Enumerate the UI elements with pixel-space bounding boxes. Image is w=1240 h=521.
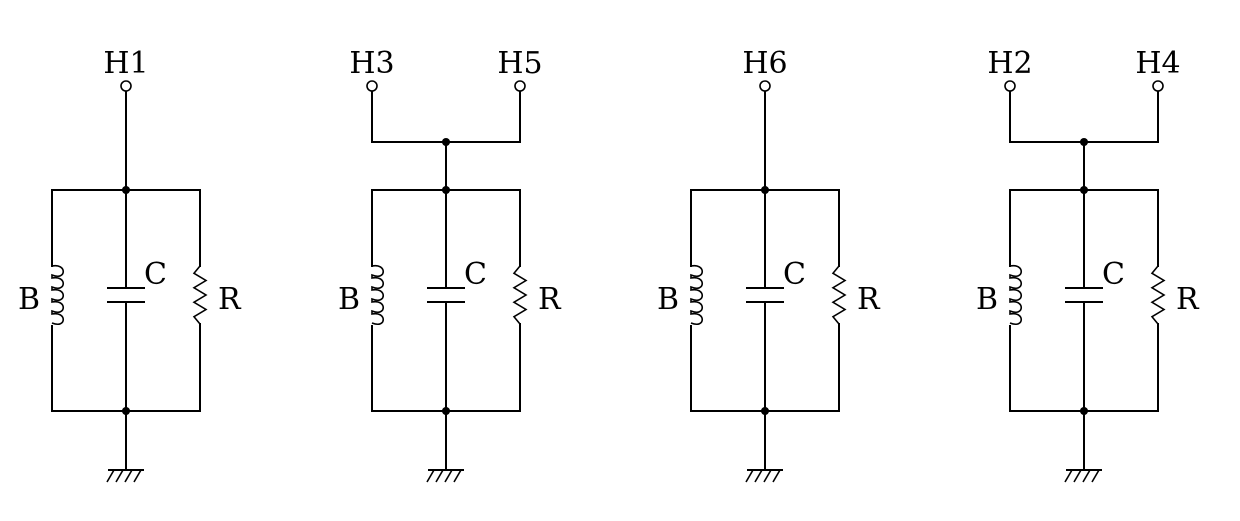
ground-hatch: [134, 470, 141, 482]
ground-icon: [1065, 470, 1101, 482]
terminal-h1: [121, 81, 131, 91]
junction-dot: [1080, 138, 1088, 146]
ground-hatch: [1074, 470, 1081, 482]
terminal-label: H3: [349, 46, 394, 81]
ground-hatch: [1092, 470, 1099, 482]
terminal-h2: [1005, 81, 1015, 91]
resistor-zigzag: [514, 266, 526, 324]
ground-icon: [107, 470, 143, 482]
terminal-h6: [760, 81, 770, 91]
circuit-4: H2 H4B C R: [976, 46, 1200, 482]
terminal-label: H6: [742, 46, 787, 81]
ground-hatch: [427, 470, 434, 482]
ground-hatch: [755, 470, 762, 482]
ground-hatch: [746, 470, 753, 482]
inductor-label: B: [976, 282, 998, 317]
inductor-label: B: [338, 282, 360, 317]
inductor-coil: [691, 266, 702, 325]
capacitor-label: C: [783, 257, 806, 292]
circuit-3: H6B C R: [657, 46, 881, 482]
resistor-label: R: [218, 282, 242, 317]
terminal-label: H2: [987, 46, 1032, 81]
resistor-label: R: [857, 282, 881, 317]
capacitor-label: C: [144, 257, 167, 292]
ground-hatch: [454, 470, 461, 482]
resistor-zigzag: [194, 266, 206, 324]
terminal-label: H5: [497, 46, 542, 81]
resistor-zigzag: [833, 266, 845, 324]
ground-hatch: [764, 470, 771, 482]
ground-hatch: [1065, 470, 1072, 482]
resistor-label: R: [538, 282, 562, 317]
terminal-h3: [367, 81, 377, 91]
terminal-h4: [1153, 81, 1163, 91]
ground-hatch: [445, 470, 452, 482]
ground-hatch: [125, 470, 132, 482]
ground-icon: [746, 470, 782, 482]
circuit-1: H1B C R: [18, 46, 242, 482]
terminal-h5: [515, 81, 525, 91]
inductor-label: B: [657, 282, 679, 317]
ground-hatch: [436, 470, 443, 482]
resistor-zigzag: [1152, 266, 1164, 324]
inductor-coil: [372, 266, 383, 325]
capacitor-label: C: [1102, 257, 1125, 292]
inductor-label: B: [18, 282, 40, 317]
resistor-label: R: [1176, 282, 1200, 317]
ground-hatch: [1083, 470, 1090, 482]
capacitor-label: C: [464, 257, 487, 292]
terminal-label: H4: [1135, 46, 1180, 81]
ground-hatch: [116, 470, 123, 482]
ground-icon: [427, 470, 463, 482]
ground-hatch: [107, 470, 114, 482]
inductor-coil: [1010, 266, 1021, 325]
inductor-coil: [52, 266, 63, 325]
terminal-label: H1: [103, 46, 148, 81]
junction-dot: [442, 138, 450, 146]
circuit-2: H3 H5B C R: [338, 46, 562, 482]
ground-hatch: [773, 470, 780, 482]
